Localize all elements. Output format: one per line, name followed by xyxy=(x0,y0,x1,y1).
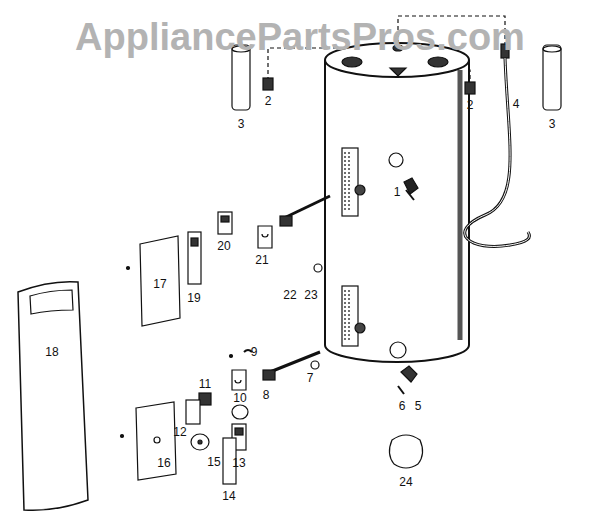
flex-hose-highlight xyxy=(465,58,530,246)
callout-number: 11 xyxy=(199,378,211,390)
callout-number: 1 xyxy=(394,186,401,198)
valve-port xyxy=(389,153,403,167)
drain-valve-stem xyxy=(398,386,404,394)
cover-cap xyxy=(389,435,422,468)
thermostat xyxy=(218,212,232,234)
access-cover xyxy=(136,402,176,480)
dip-tube xyxy=(543,45,561,110)
callout-number: 21 xyxy=(255,254,268,266)
callout-number: 12 xyxy=(173,426,186,438)
screw xyxy=(230,355,233,358)
ecm-thermostat xyxy=(188,232,201,284)
callout-number: 3 xyxy=(238,118,245,130)
insulation-ring xyxy=(232,405,248,419)
dip-tube-end xyxy=(543,46,561,52)
callout-number: 3 xyxy=(549,118,556,130)
thermostat xyxy=(186,400,200,424)
panel-window xyxy=(30,290,73,314)
thermostat-terminal xyxy=(235,428,243,435)
callout-number: 17 xyxy=(153,278,166,290)
thermostat-bracket xyxy=(258,226,272,248)
callout-number: 23 xyxy=(304,289,317,301)
callout-number: 19 xyxy=(187,292,200,304)
drain-port xyxy=(390,342,406,358)
element-head xyxy=(280,216,292,226)
callout-number: 9 xyxy=(251,346,258,358)
element-port xyxy=(355,185,365,195)
callout-number: 2 xyxy=(467,99,474,111)
gasket xyxy=(311,361,319,369)
jacket-panel xyxy=(18,282,88,511)
label-mark xyxy=(390,68,406,76)
gasket xyxy=(314,264,322,272)
callout-number: 15 xyxy=(207,456,220,468)
heating-element xyxy=(284,196,330,218)
drain-valve xyxy=(401,366,417,382)
callout-number: 8 xyxy=(263,389,270,401)
recess-hatch xyxy=(345,290,349,342)
callout-number: 20 xyxy=(217,240,230,252)
access-recess xyxy=(342,286,358,346)
watermark: AppliancePartsPros.com xyxy=(75,18,525,56)
callout-number: 2 xyxy=(265,95,272,107)
callout-number: 18 xyxy=(45,346,58,358)
outlet-opening xyxy=(428,57,448,67)
callout-number: 13 xyxy=(232,457,245,469)
nipple xyxy=(263,78,273,90)
terminal-block xyxy=(199,393,211,405)
callout-number: 24 xyxy=(399,476,412,488)
recess-hatch xyxy=(345,152,349,212)
insulation-pad xyxy=(191,434,209,450)
callout-number: 14 xyxy=(222,490,235,502)
flex-hose xyxy=(465,58,530,246)
heating-element xyxy=(270,352,320,372)
screw xyxy=(127,267,130,270)
thermostat-bracket xyxy=(232,370,246,390)
callout-number: 4 xyxy=(513,98,520,110)
thermostat-terminal xyxy=(221,216,229,222)
tank-shading xyxy=(458,70,463,340)
access-cover xyxy=(140,236,180,326)
callout-number: 5 xyxy=(415,400,422,412)
inlet-opening xyxy=(342,57,362,67)
callout-number: 7 xyxy=(307,372,314,384)
element-port xyxy=(355,323,365,333)
access-recess xyxy=(342,148,358,216)
callout-number: 16 xyxy=(157,457,170,469)
relief-valve-lever xyxy=(406,190,414,200)
screw xyxy=(121,435,124,438)
callout-number: 6 xyxy=(399,400,406,412)
insulation-pad-center xyxy=(198,440,202,444)
element-head xyxy=(263,370,275,380)
nipple xyxy=(465,82,475,94)
tank-body xyxy=(325,60,469,362)
callout-number: 22 xyxy=(283,289,296,301)
thermostat-terminal xyxy=(191,238,198,246)
callout-number: 10 xyxy=(233,392,246,404)
cover-hole xyxy=(154,437,160,443)
